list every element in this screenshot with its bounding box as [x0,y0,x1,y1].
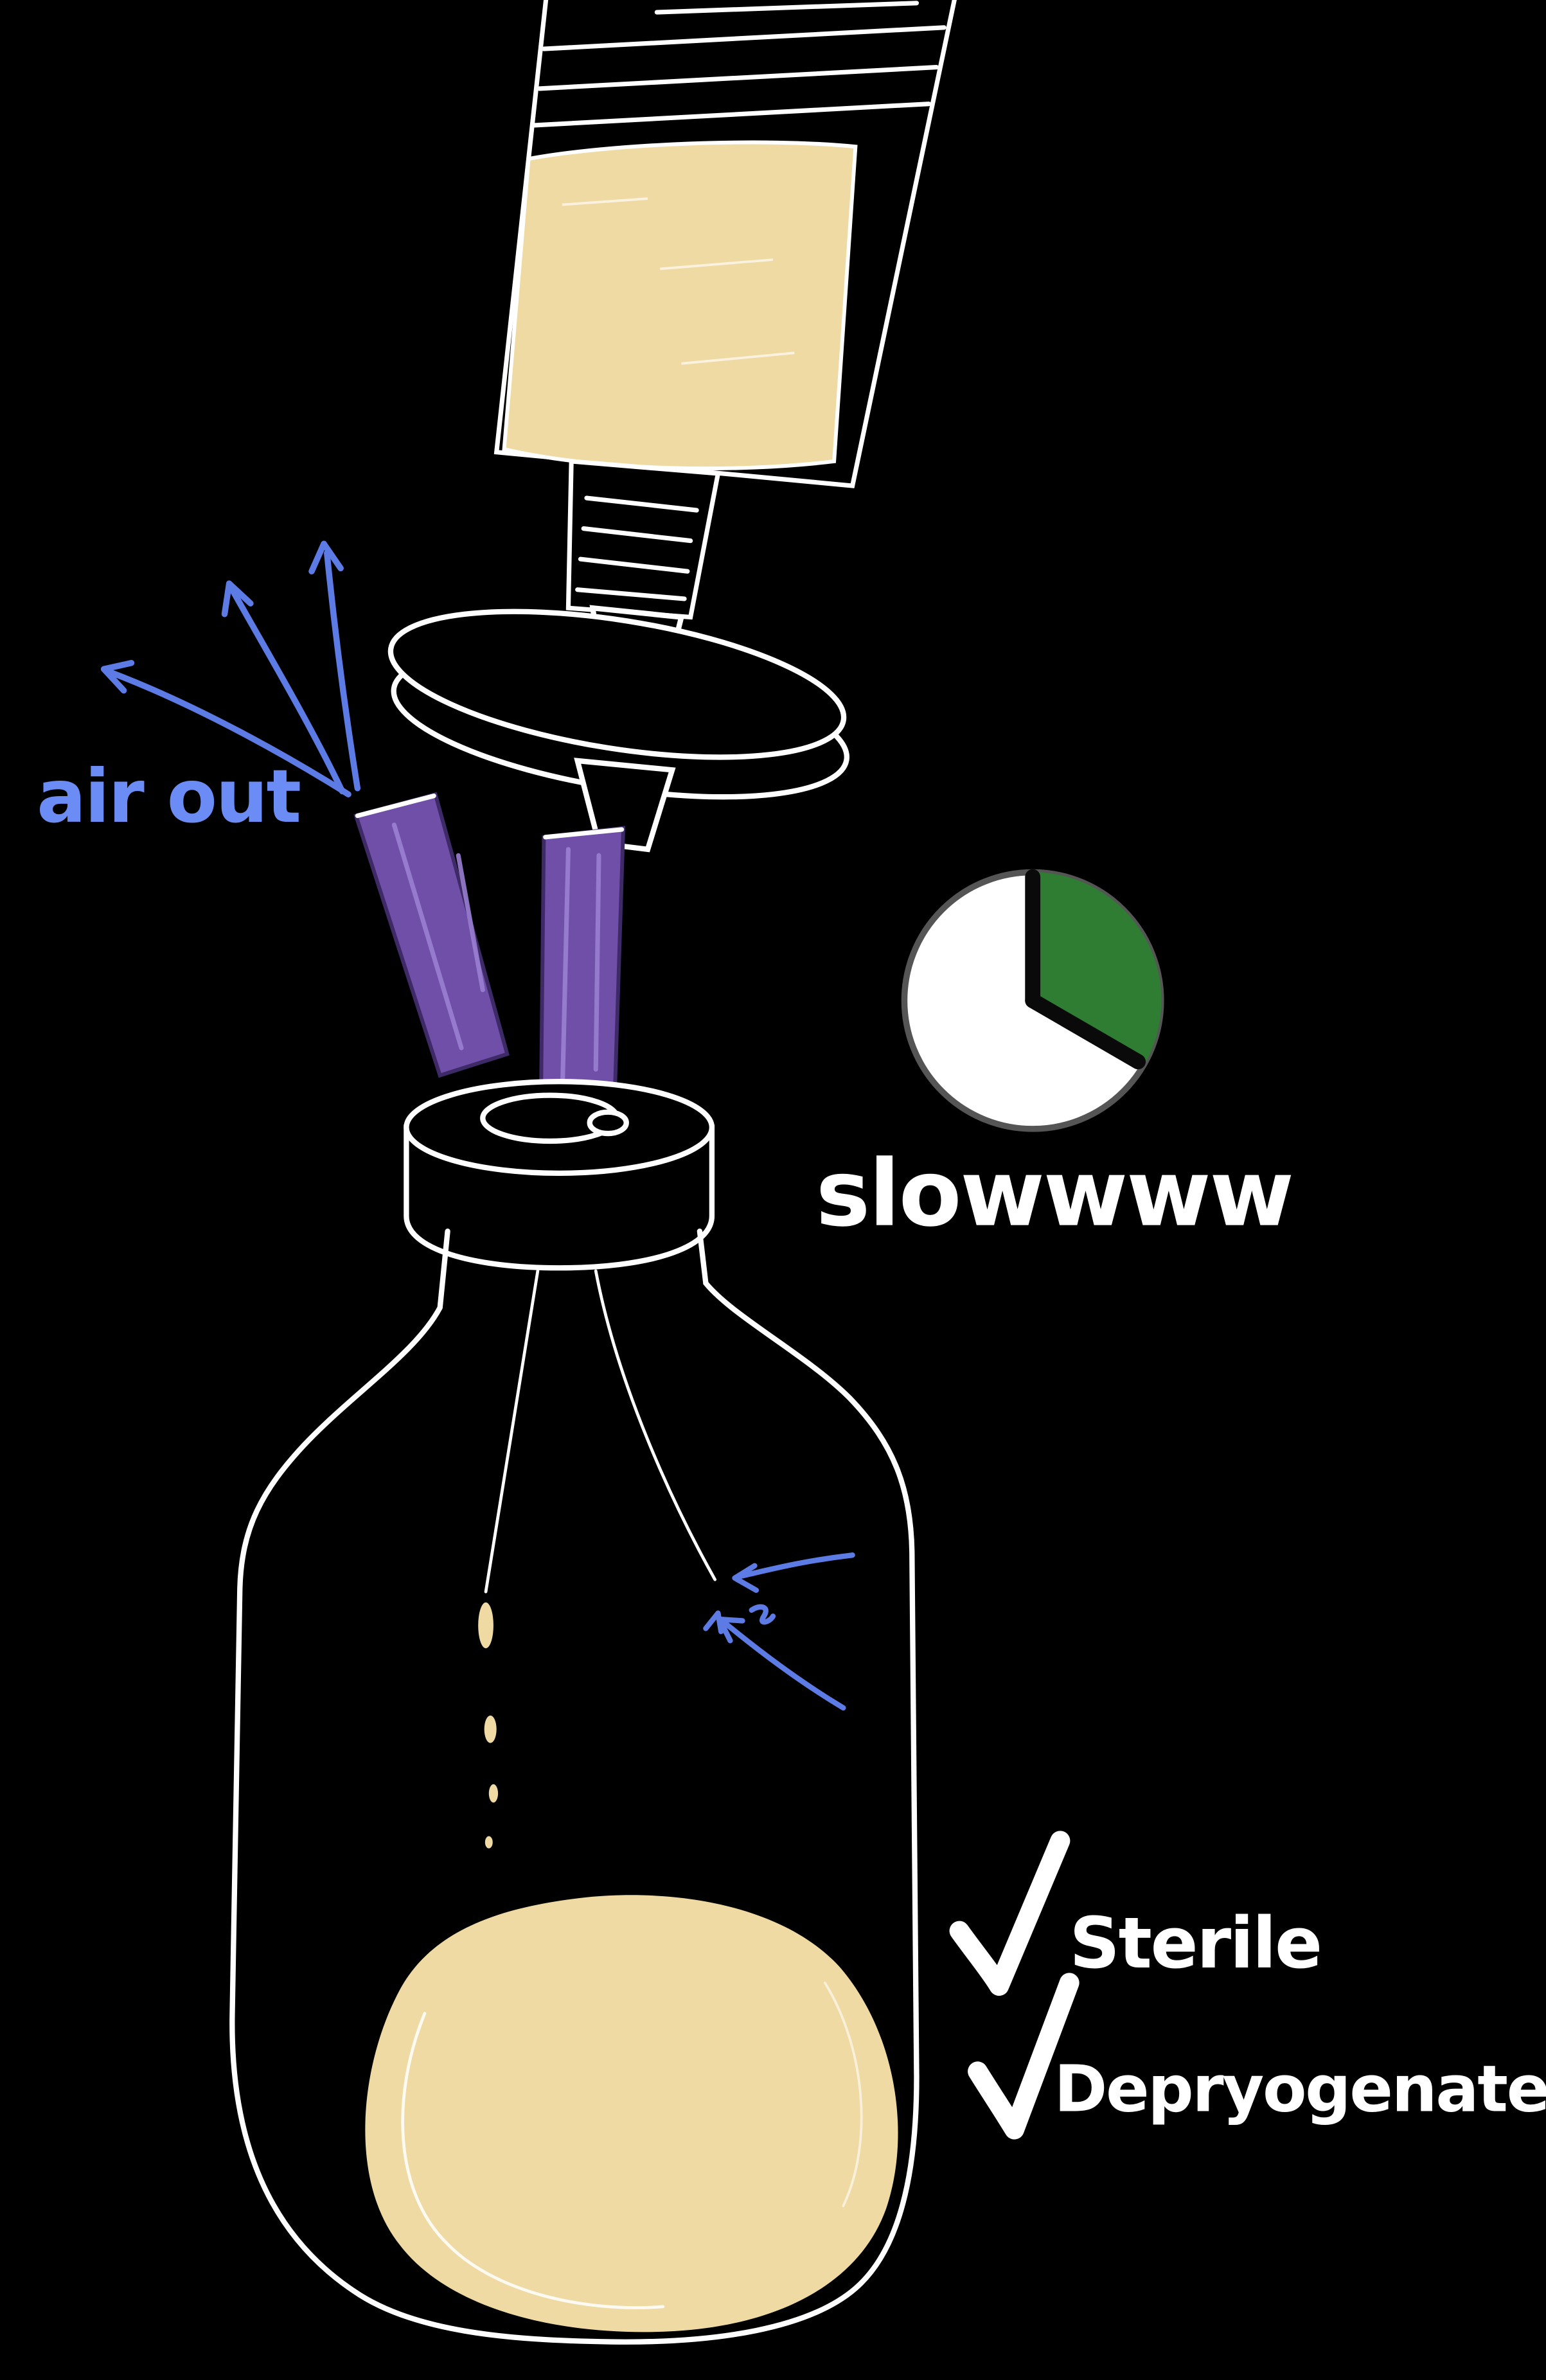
checkmark-icon [968,1973,1080,2140]
arrow-icon [229,586,346,795]
arrow-icon [324,549,361,792]
air-out-label: air out [37,754,300,839]
vent-needle-left [353,792,510,1078]
air-out-arrows [100,540,361,798]
vent-needle-highlights [391,822,601,1103]
liquid-stream [484,1269,717,1594]
arrow-icon [721,1619,846,1711]
clock-hand-hour [1025,993,1146,1070]
syringe-liquid-reflections [562,197,795,365]
depyrogenated-label: Depryogenated [1054,2052,1546,2127]
arrow-icon [107,669,351,798]
stream-arrows [703,1552,855,1711]
bottle-liquid-sheen [401,1981,863,2309]
vent-needle-right [538,826,626,1121]
clock-icon [901,869,1164,1132]
bottle [229,1229,920,2345]
sterile-label: Sterile [1069,1902,1321,1984]
vent-needles [353,792,626,1121]
arrow-icon [736,1552,855,1579]
bottle-stopper [404,1079,715,1271]
syringe-liquid [502,140,858,471]
filter-outlet-tip [574,758,676,853]
liquid-drips [478,1602,499,1849]
vent-needle-crimps [355,794,625,840]
checkmark-icon [949,1831,1071,1996]
checklist: Sterile Depryogenated [949,1831,1546,2140]
syringe-nozzle [565,459,721,620]
bottle-liquid [365,1895,898,2332]
syringe-filter [387,605,849,853]
slow-label: slowwww [816,1141,1293,1247]
filter-disc-top [387,608,847,760]
